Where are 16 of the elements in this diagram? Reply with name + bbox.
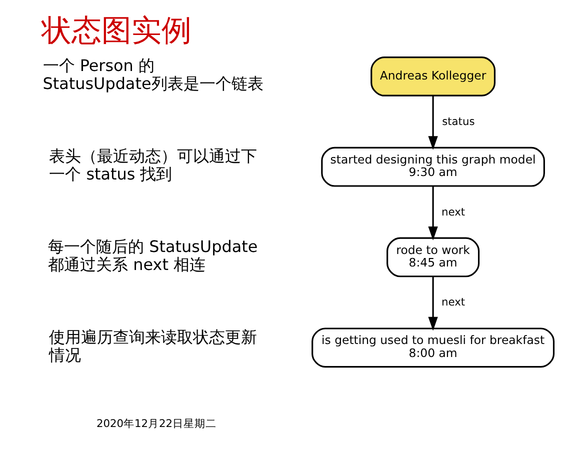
arrow — [428, 276, 438, 331]
label: 每一个随后的 StatusUpdate都通过关系 next 相连 — [48, 236, 258, 274]
node-box: Andreas Kollegger — [370, 56, 496, 96]
edge-label: next — [441, 296, 465, 309]
node-box: rode to work 8:45 am — [386, 237, 480, 278]
label: 使用遍历查询来读取状态更新情况 — [48, 327, 257, 364]
node-box: is getting used to muesli for breakfast 8:00 am — [311, 328, 554, 368]
label: 表头（最近动态）可以通过下一个 status 找到 — [48, 146, 257, 184]
edge-label: next — [441, 205, 465, 218]
label: 一个 Person 的 StatusUpdate列表是一个链表 — [42, 56, 263, 94]
node-box: started designing this graph model 9:30 am — [320, 146, 544, 187]
edge-label: status — [442, 114, 474, 128]
arrow — [428, 96, 438, 150]
arrow — [428, 186, 438, 240]
diagram-title: 状态图实例 — [41, 14, 192, 49]
label: 2020年12月22日星期二 — [96, 416, 216, 430]
